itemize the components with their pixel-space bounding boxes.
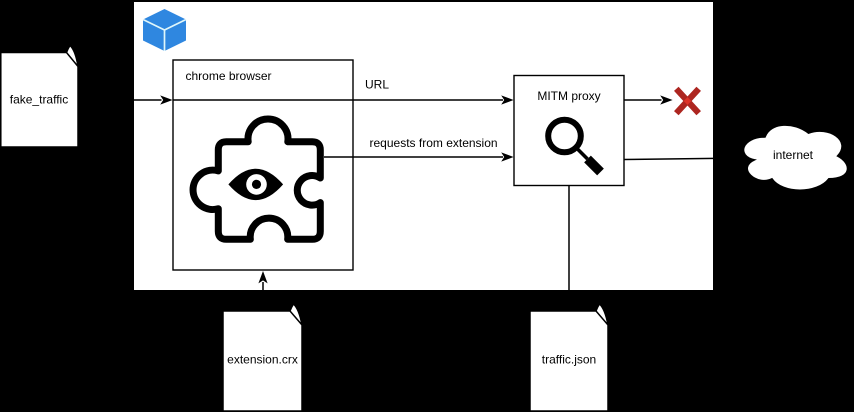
svg-text:chrome browser: chrome browser <box>186 69 272 83</box>
svg-text:internet: internet <box>773 148 814 162</box>
svg-text:MITM proxy: MITM proxy <box>537 89 600 103</box>
svg-text:traffic.json: traffic.json <box>542 352 596 366</box>
svg-text:fake_traffic: fake_traffic <box>10 92 68 106</box>
svg-text:requests from extension: requests from extension <box>370 136 498 150</box>
svg-text:extension.crx: extension.crx <box>227 352 298 366</box>
svg-text:URL: URL <box>365 77 389 91</box>
